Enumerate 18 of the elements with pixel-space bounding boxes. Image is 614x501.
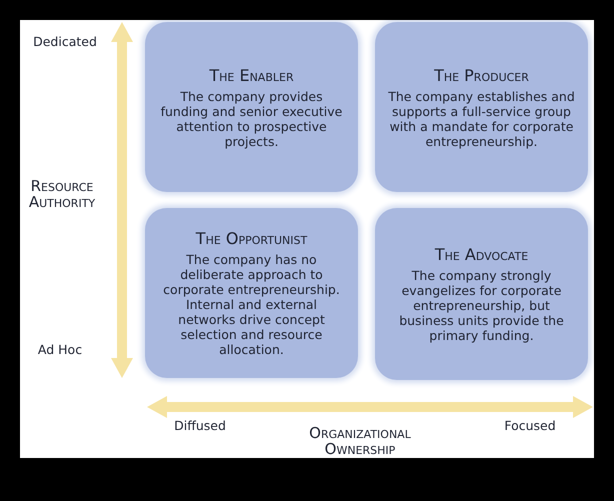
quadrant-description: The company establishes and supports a full-service group with a mandate for corporate entrepreneurship. <box>387 88 576 148</box>
quadrant-title: The Opportunist <box>196 229 308 248</box>
quadrant-description: The company strongly evangelizes for corporate entrepreneurship, but business units provide the primary funding. <box>398 268 565 343</box>
axis-end-label: Focused <box>503 418 557 433</box>
axis-end-label: Dedicated <box>32 34 98 49</box>
quadrant-description: The company has no deliberate approach to corporate entrepreneurship. Internal and external networks drive concept selection and resource allocation. <box>162 252 341 357</box>
quadrant-box <box>145 208 358 378</box>
axis-end-label: Ad Hoc <box>36 342 84 357</box>
quadrant-title: The Enabler <box>209 66 294 84</box>
quadrant-description: The company provides funding and senior executive attention to prospective projects. <box>160 88 344 148</box>
axis-title: Organizational Ownership <box>308 425 412 457</box>
quadrant-title: The Producer <box>434 66 529 84</box>
quadrant-box <box>375 208 588 380</box>
quadrant-box <box>145 22 358 192</box>
quadrant-title: The Advocate <box>434 245 528 264</box>
axis-title: Resource Authority <box>28 178 96 210</box>
quadrant-box <box>375 22 588 192</box>
axis-end-label: Diffused <box>173 418 227 433</box>
